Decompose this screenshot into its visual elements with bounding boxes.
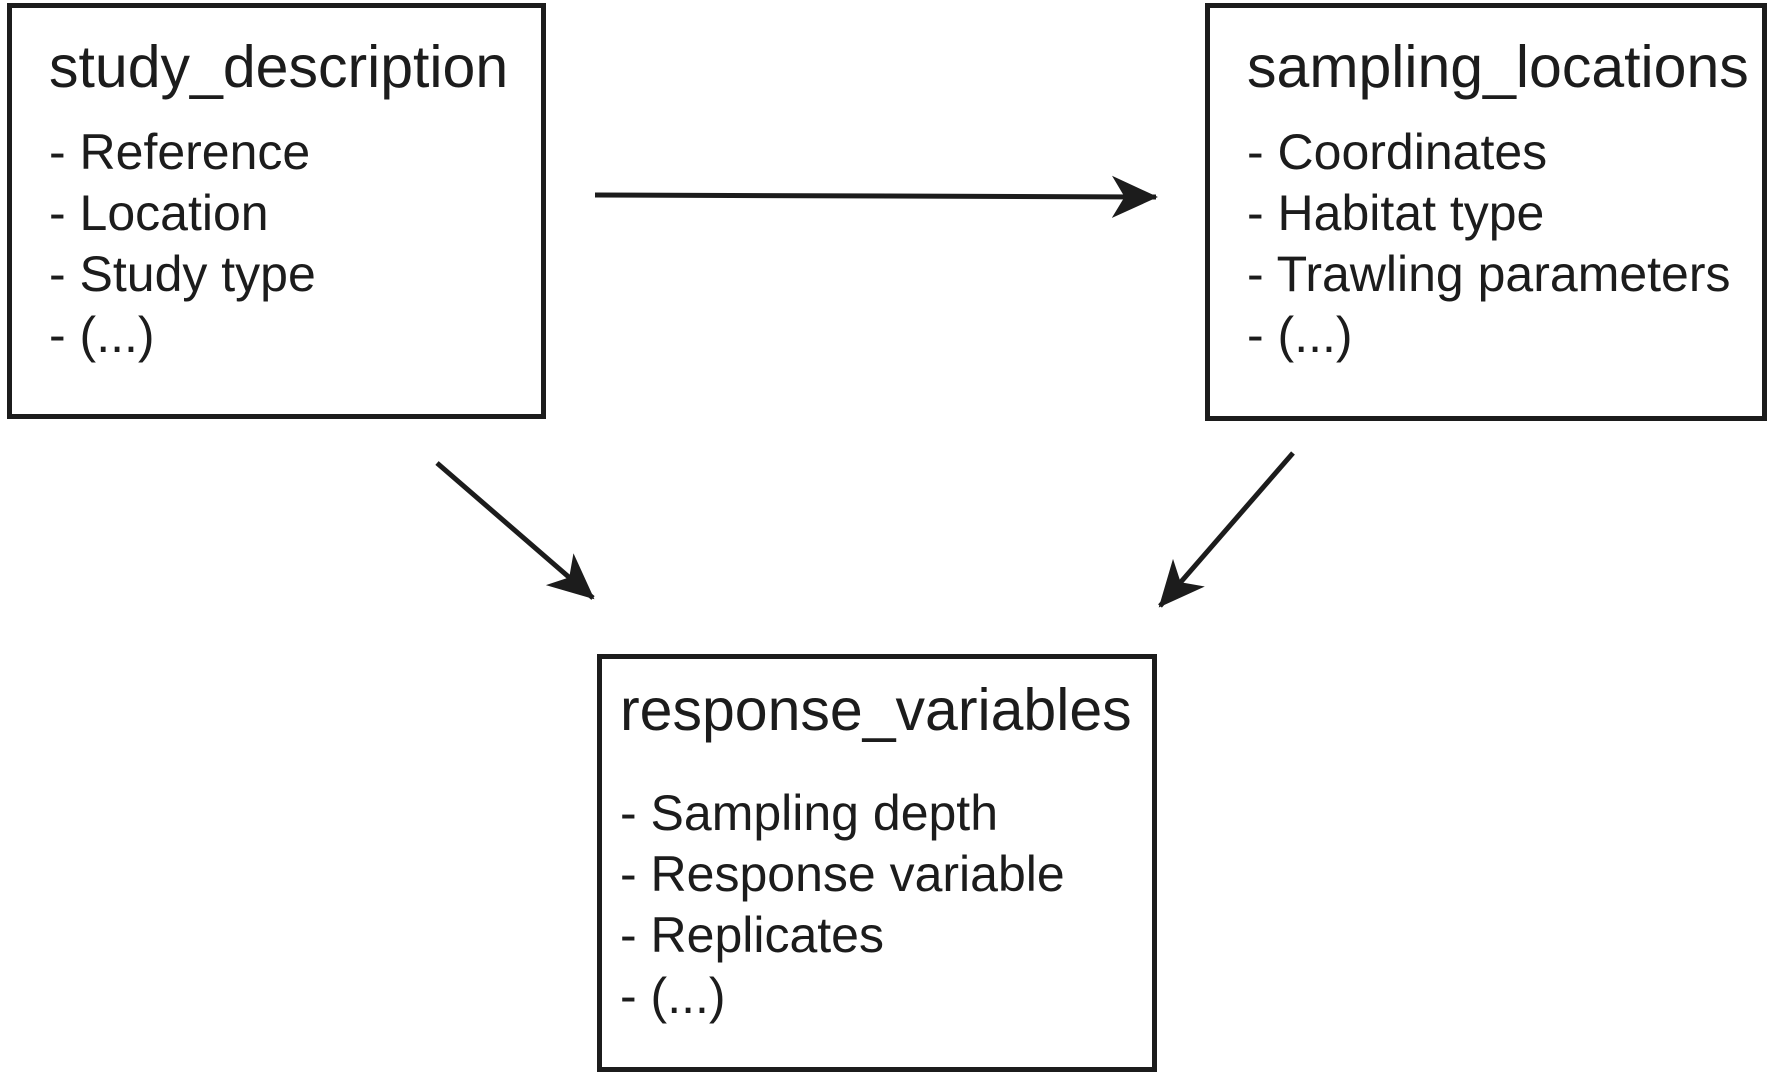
sampling-locations-items: - Coordinates - Habitat type - Trawling …: [1247, 122, 1754, 366]
response-variables-title: response_variables: [620, 677, 1132, 743]
box-item: - Coordinates: [1247, 124, 1548, 180]
box-item: - Sampling depth: [620, 785, 999, 841]
box-item: - Reference: [49, 124, 311, 180]
sampling-locations-title: sampling_locations: [1247, 34, 1749, 100]
study-description-title: study_description: [49, 34, 509, 100]
response-variables-box: response_variables - Sampling depth - Re…: [597, 654, 1157, 1072]
box-item: - (...): [49, 307, 155, 363]
arrow-study-to-sampling: [594, 175, 1158, 218]
box-item: - Study type: [49, 246, 316, 302]
arrow-study-to-response: [435, 461, 595, 600]
sampling-locations-box: sampling_locations - Coordinates - Habit…: [1205, 3, 1767, 421]
box-item: - (...): [1247, 307, 1353, 363]
box-item: - (...): [620, 968, 726, 1024]
box-item: - Response variable: [620, 846, 1065, 902]
arrow-sampling-to-response: [1158, 451, 1295, 608]
study-description-box: study_description - Reference - Location…: [7, 3, 546, 419]
box-item: - Replicates: [620, 907, 884, 963]
study-description-items: - Reference - Location - Study type - (.…: [49, 122, 533, 366]
box-item: - Habitat type: [1247, 185, 1545, 241]
response-variables-items: - Sampling depth - Response variable - R…: [620, 783, 1144, 1027]
box-item: - Location: [49, 185, 269, 241]
box-item: - Trawling parameters: [1247, 246, 1731, 302]
